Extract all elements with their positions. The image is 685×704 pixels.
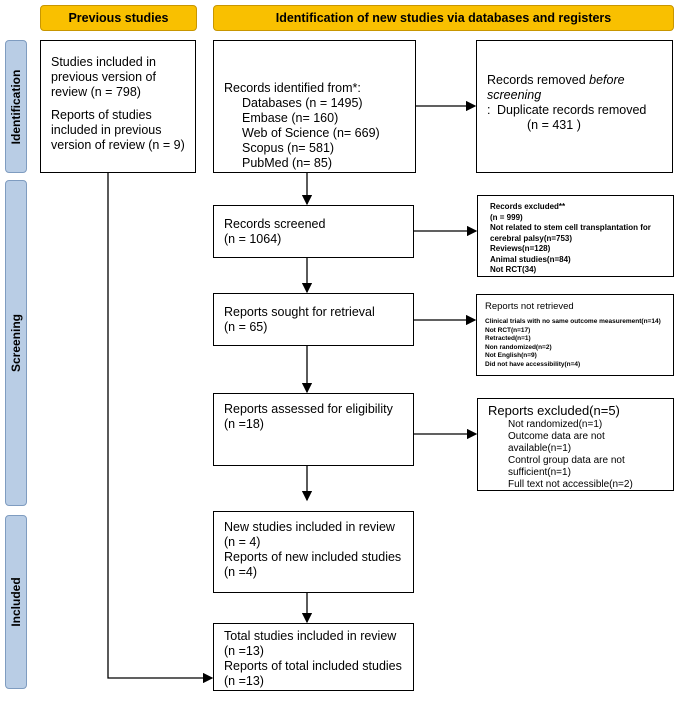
stage-screening: Screening [5, 180, 27, 506]
text-line: Outcome data are not available(n=1) [508, 431, 605, 454]
header-label: Previous studies [68, 11, 169, 25]
text-line: Not RCT(34) [490, 265, 537, 274]
header-new-studies: Identification of new studies via databa… [213, 5, 674, 31]
text-line: Not RCT(n=17) [485, 326, 531, 334]
text-line: Clinical trials with no same outcome mea… [485, 318, 661, 325]
text-line: (n =18) [224, 417, 264, 431]
text-line: Records screened [224, 217, 326, 231]
new-studies-included-box: New studies included in review (n = 4) R… [213, 511, 414, 593]
text-line: Not English(n=9) [485, 352, 537, 359]
text-line: Studies included in [51, 55, 156, 69]
text-line: Total studies included in review [224, 629, 397, 643]
text-line: (n = 4) [224, 535, 261, 549]
text-line: Retracted(n=1) [485, 335, 531, 342]
text-line: (n = 65) [224, 320, 268, 334]
text-line: (n =4) [224, 565, 258, 579]
text-line: Records removed before screening [487, 73, 625, 102]
text-line: Duplicate records removed [497, 103, 647, 117]
text-line: Records identified from*: [224, 81, 361, 95]
text-line: (n =13) [224, 644, 264, 658]
text-line: Records excluded** [490, 202, 566, 211]
text-line: Did not have accessibility(n=4) [485, 360, 581, 368]
stage-identification: Identification [5, 40, 27, 173]
text-line: (n = 999) [490, 212, 523, 222]
previous-studies-box: Studies included in previous version of … [40, 40, 196, 173]
text-line: New studies included in review [224, 520, 395, 534]
text-line: Scopus (n= 581) [242, 141, 335, 155]
text-line: Reviews(n=128) [490, 244, 551, 253]
text-line: Animal studies(n=84) [490, 254, 571, 264]
reports-not-retrieved-box: Reports not retrieved Clinical trials wi… [476, 294, 674, 376]
text-line: Databases (n = 1495) [242, 96, 363, 110]
text-line: PubMed (n= 85) [242, 156, 332, 170]
text-line: (n = 1064) [224, 232, 282, 246]
reports-assessed-box: Reports assessed for eligibility (n =18) [213, 393, 414, 466]
text-line: Reports not retrieved [485, 301, 574, 312]
records-identified-box: Records identified from*: Databases (n =… [213, 40, 416, 173]
stage-included: Included [5, 515, 27, 689]
records-excluded-box: Records excluded** (n = 999) Not related… [477, 195, 674, 277]
header-previous-studies: Previous studies [40, 5, 197, 31]
text-line: Not related to stem cell transplantation… [490, 223, 651, 232]
text-line: Reports assessed for eligibility [224, 402, 393, 416]
text-line: Reports of total included studies [224, 659, 402, 673]
text-line: Reports excluded(n=5) [488, 403, 620, 418]
text-line: cerebral palsy(n=753) [490, 233, 573, 243]
arrow [107, 173, 214, 684]
text-line: Full text not accessible(n=2) [508, 479, 633, 490]
text-line: Reports sought for retrieval [224, 305, 375, 319]
text-line: Non randomized(n=2) [485, 343, 552, 351]
reports-sought-box: Reports sought for retrieval (n = 65) [213, 293, 414, 346]
text-line: : [487, 103, 491, 117]
records-screened-box: Records screened (n = 1064) [213, 205, 414, 258]
text-line: Not randomized(n=1) [508, 419, 603, 430]
text-line: (n = 431 ) [527, 118, 581, 132]
records-removed-box: Records removed before screening : Dupli… [476, 40, 673, 173]
total-studies-included-box: Total studies included in review (n =13)… [213, 623, 414, 691]
text-line: previous version of [51, 70, 156, 84]
text-line: (n =13) [224, 674, 264, 688]
text-line: review (n = 798) [51, 85, 141, 99]
text-line: included in previous [51, 123, 162, 137]
header-label: Identification of new studies via databa… [275, 11, 612, 25]
text-line: Reports of studies [51, 108, 152, 122]
text-line: Control group data are not [508, 455, 625, 466]
text-line: version of review (n = 9) [51, 138, 185, 152]
text-line: Reports of new included studies [224, 550, 402, 564]
text-line: Embase (n= 160) [242, 111, 339, 125]
reports-excluded-box: Reports excluded(n=5) Not randomized(n=1… [477, 398, 674, 491]
text-line: sufficient(n=1) [508, 467, 571, 478]
text-line: Web of Science (n= 669) [242, 126, 380, 140]
